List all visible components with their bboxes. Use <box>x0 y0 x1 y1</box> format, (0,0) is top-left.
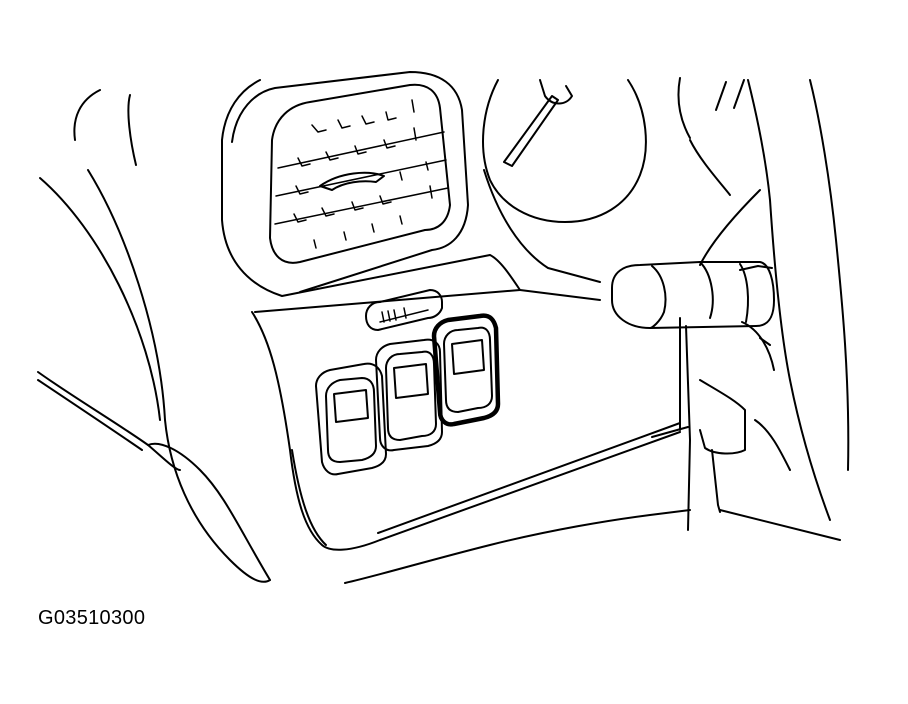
figure-id-label: G03510300 <box>38 607 146 629</box>
switch-right-highlighted <box>431 313 501 427</box>
switch-middle <box>375 338 443 452</box>
dashboard-bezel <box>221 71 691 584</box>
steering-column <box>685 79 850 541</box>
turn-signal-stalk <box>611 261 775 329</box>
left-pillar-trim <box>37 89 271 583</box>
instrument-cluster <box>482 77 745 283</box>
switch-panel <box>291 317 689 546</box>
switch-left <box>315 362 387 476</box>
dimmer-thumbwheel <box>365 289 443 331</box>
air-vent <box>269 83 451 264</box>
